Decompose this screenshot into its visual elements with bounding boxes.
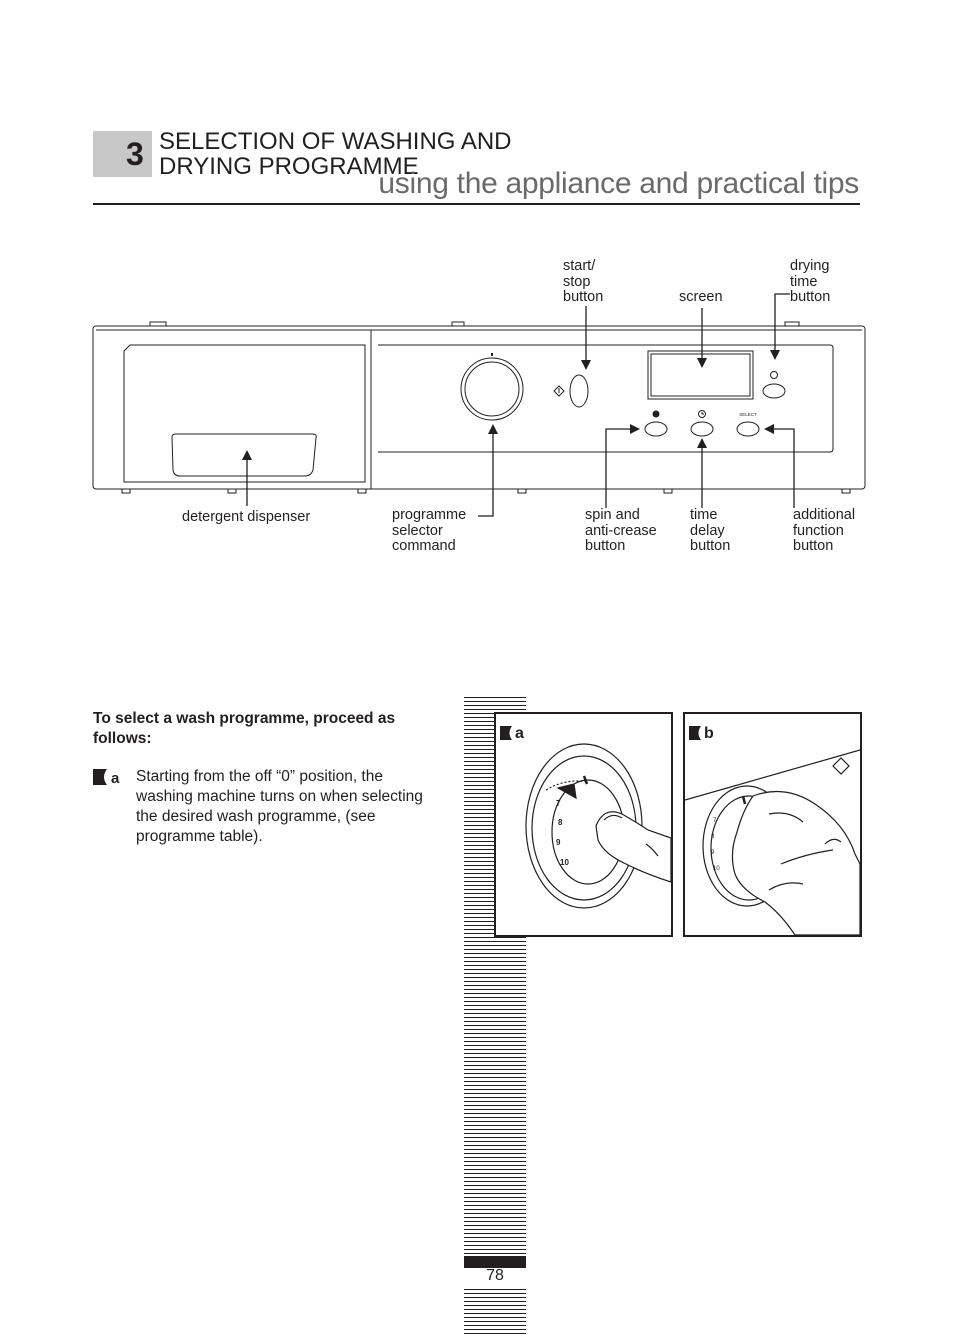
svg-text:10: 10	[713, 866, 720, 872]
svg-text:10: 10	[560, 858, 569, 867]
programme-dial	[460, 357, 524, 421]
label-spin: spin and anti-crease button	[585, 507, 657, 554]
select-text: SELECT	[739, 412, 757, 417]
drawer-face	[123, 344, 366, 483]
step-a-badge: a	[93, 769, 123, 787]
control-panel-diagram: SELECT	[92, 293, 866, 517]
section-title: SELECTION OF WASHING AND DRYING PROGRAMM…	[159, 129, 512, 179]
drying-time-button	[762, 383, 786, 399]
label-screen: screen	[679, 289, 723, 305]
section-title-line2: DRYING PROGRAMME	[159, 153, 419, 180]
label-detergent: detergent dispenser	[182, 509, 311, 525]
start-stop-button	[569, 374, 589, 408]
label-programme-selector: programme selector command	[392, 507, 467, 554]
svg-text:9: 9	[556, 838, 561, 847]
bookmark-icon	[500, 726, 512, 740]
screen	[647, 350, 754, 400]
additional-function-button	[736, 421, 760, 437]
svg-text:7: 7	[713, 818, 717, 824]
intro-text: To select a wash programme, proceed as f…	[93, 710, 396, 747]
figure-a: a 7 8 9 10	[494, 712, 673, 937]
panel-outline	[92, 325, 866, 490]
spin-button	[644, 421, 668, 437]
svg-text:8: 8	[558, 818, 563, 827]
section-title-line1: SELECTION OF WASHING AND	[159, 128, 512, 155]
figure-a-label: a	[515, 725, 524, 742]
svg-text:9: 9	[711, 850, 715, 856]
running-head: using the appliance and practical tips	[378, 167, 859, 200]
figure-b: b 7 8 9 10	[683, 712, 862, 937]
figure-b-illustration: b 7 8 9 10	[685, 725, 860, 935]
label-time-delay: time delay button	[690, 507, 731, 554]
figure-a-illustration: a 7 8 9 10	[500, 725, 671, 909]
header-rule	[93, 203, 860, 205]
figure-b-label: b	[704, 725, 714, 742]
svg-text:8: 8	[711, 834, 715, 840]
bookmark-icon	[689, 726, 701, 740]
bookmark-icon: a	[93, 769, 120, 787]
page-number-bar	[464, 1256, 526, 1268]
time-delay-button	[690, 421, 714, 437]
svg-text:a: a	[111, 770, 120, 785]
chapter-tab	[93, 131, 152, 177]
page-number: 78	[486, 1267, 504, 1284]
svg-text:7: 7	[556, 799, 561, 808]
label-additional: additional function button	[793, 507, 856, 554]
chapter-number: 3	[126, 136, 144, 172]
label-start-stop: start/ stop button	[563, 258, 604, 305]
step-a-text: Starting from the off “0” position, the …	[136, 768, 423, 845]
label-drying-time: drying time button	[790, 258, 831, 305]
detergent-dispenser	[171, 433, 317, 477]
